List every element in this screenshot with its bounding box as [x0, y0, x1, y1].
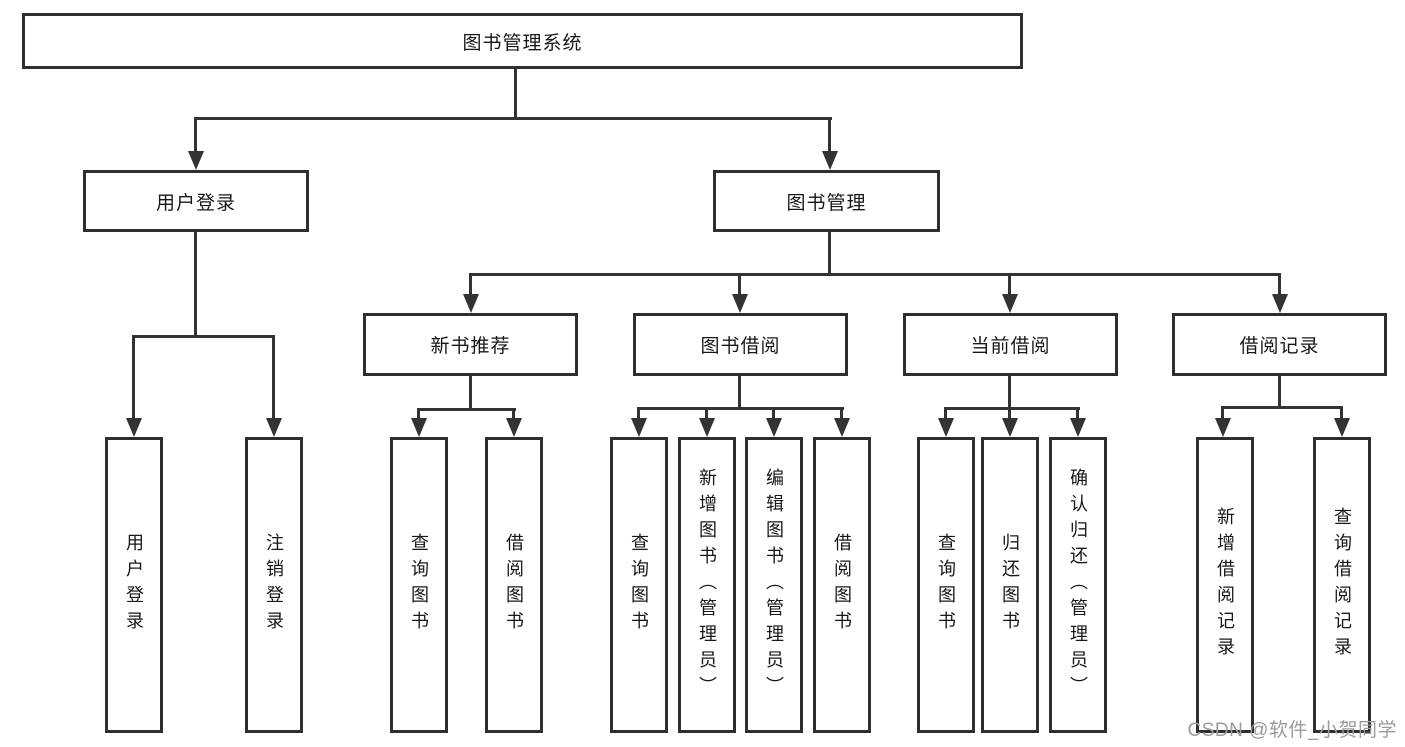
arrow-down-icon [822, 151, 838, 170]
leaf-confirm-return-admin: 确认归还（管理员） [1049, 437, 1107, 733]
connector-user-rail [132, 335, 275, 338]
leaf-label: 查询图书 [409, 533, 429, 637]
connector-drop-leaf [772, 407, 775, 420]
arrow-down-icon [699, 418, 715, 437]
connector-root-rail [195, 117, 832, 120]
arrow-down-icon [1070, 418, 1086, 437]
arrow-down-icon [266, 418, 282, 437]
node-borrow-records: 借阅记录 [1172, 313, 1387, 376]
connector-records-rail [1221, 406, 1343, 409]
connector-drop-user-login [194, 117, 197, 153]
leaf-label: 查询借阅记录 [1332, 507, 1352, 663]
arrow-down-icon [631, 418, 647, 437]
connector-drop-leaf [272, 335, 275, 420]
connector-drop-book-mgmt [828, 117, 831, 153]
connector-drop-leaf [417, 408, 420, 420]
leaf-query-books-newbook: 查询图书 [390, 437, 448, 733]
node-book-borrow: 图书借阅 [633, 313, 848, 376]
connector-drop-leaf [705, 407, 708, 420]
connector-drop-bookborrow [738, 273, 741, 296]
arrow-down-icon [1215, 418, 1231, 437]
connector-drop-leaf [1076, 407, 1079, 420]
connector-drop-newbook [469, 273, 472, 296]
leaf-label: 确认归还（管理员） [1068, 468, 1088, 702]
arrow-down-icon [411, 418, 427, 437]
connector-drop-leaf [840, 407, 843, 420]
node-label: 用户登录 [155, 192, 236, 214]
connector-user-stem [194, 232, 197, 335]
node-label: 图书管理系统 [462, 32, 583, 54]
leaf-label: 归还图书 [1000, 533, 1020, 637]
leaf-label: 新增借阅记录 [1215, 507, 1235, 663]
node-label: 当前借阅 [970, 336, 1051, 357]
node-label: 借阅记录 [1239, 336, 1320, 357]
leaf-label: 借阅图书 [832, 533, 852, 637]
leaf-logout: 注销登录 [245, 437, 303, 733]
arrow-down-icon [834, 418, 850, 437]
leaf-label: 注销登录 [264, 533, 284, 637]
leaf-borrow-books-newbook: 借阅图书 [485, 437, 543, 733]
connector-newbook-stem [469, 376, 472, 408]
connector-bookborrow-rail [637, 407, 844, 410]
arrow-down-icon [463, 294, 479, 313]
arrow-down-icon [1272, 294, 1288, 313]
connector-drop-leaf [512, 408, 515, 420]
node-label: 图书管理 [786, 192, 867, 214]
leaf-return-book: 归还图书 [981, 437, 1039, 733]
connector-drop-records [1278, 273, 1281, 296]
connector-drop-leaf [944, 407, 947, 420]
leaf-label: 查询图书 [629, 533, 649, 637]
leaf-label: 用户登录 [124, 533, 144, 637]
connector-mgmt-stem [828, 232, 831, 273]
connector-currentborrow-stem [1008, 376, 1011, 407]
arrow-down-icon [506, 418, 522, 437]
leaf-label: 新增图书（管理员） [697, 468, 717, 702]
connector-bookborrow-stem [738, 376, 741, 407]
arrow-down-icon [188, 151, 204, 170]
connector-drop-leaf [637, 407, 640, 420]
arrow-down-icon [766, 418, 782, 437]
connector-mgmt-rail [469, 273, 1281, 276]
node-user-login: 用户登录 [83, 170, 309, 232]
leaf-user-login: 用户登录 [105, 437, 163, 733]
arrow-down-icon [1002, 418, 1018, 437]
arrow-down-icon [732, 294, 748, 313]
node-new-book-recommend: 新书推荐 [363, 313, 578, 376]
arrow-down-icon [126, 418, 142, 437]
leaf-query-books-borrow: 查询图书 [610, 437, 668, 733]
leaf-label: 编辑图书（管理员） [764, 468, 784, 702]
node-current-borrow: 当前借阅 [903, 313, 1118, 376]
connector-drop-leaf [132, 335, 135, 420]
connector-drop-leaf [1221, 406, 1224, 420]
connector-root-stem [514, 69, 517, 117]
leaf-label: 借阅图书 [504, 533, 524, 637]
leaf-add-book-admin: 新增图书（管理员） [678, 437, 736, 733]
node-library-system: 图书管理系统 [22, 13, 1023, 69]
csdn-watermark: CSDN @软件_小贺同学 [1187, 720, 1397, 741]
connector-newbook-rail [417, 408, 516, 411]
connector-drop-currentborrow [1008, 273, 1011, 296]
connector-drop-leaf [1340, 406, 1343, 420]
leaf-add-borrow-record: 新增借阅记录 [1196, 437, 1254, 733]
connector-currentborrow-rail [944, 407, 1080, 410]
node-book-management: 图书管理 [713, 170, 940, 232]
leaf-edit-book-admin: 编辑图书（管理员） [745, 437, 803, 733]
leaf-query-borrow-record: 查询借阅记录 [1313, 437, 1371, 733]
leaf-label: 查询图书 [936, 533, 956, 637]
connector-drop-leaf [1008, 407, 1011, 420]
arrow-down-icon [938, 418, 954, 437]
leaf-query-books-current: 查询图书 [917, 437, 975, 733]
arrow-down-icon [1334, 418, 1350, 437]
connector-records-stem [1278, 376, 1281, 406]
node-label: 新书推荐 [430, 336, 511, 357]
arrow-down-icon [1002, 294, 1018, 313]
leaf-borrow-books-borrow: 借阅图书 [813, 437, 871, 733]
node-label: 图书借阅 [700, 336, 781, 357]
